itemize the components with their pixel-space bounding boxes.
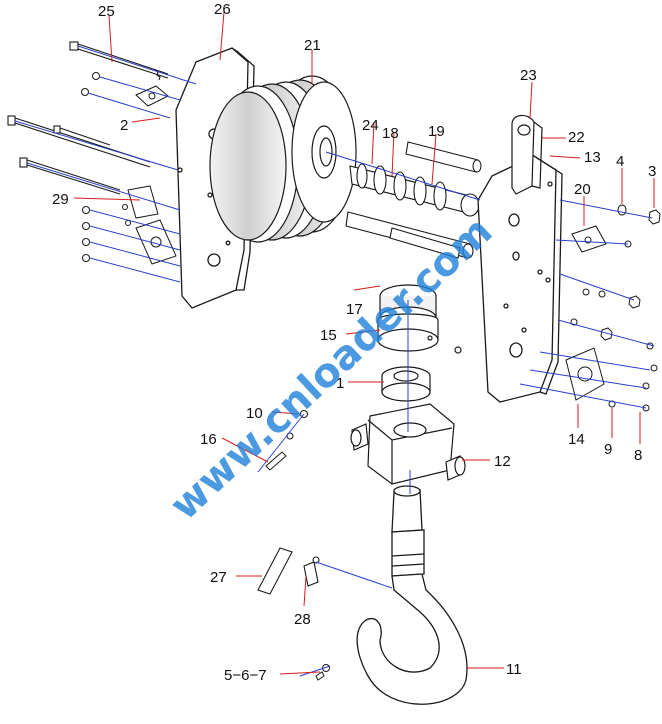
callout-8: 8 [634,447,642,464]
left-screws [81,72,177,265]
callout-5-6-7: 5−6−7 [224,667,267,684]
lifting-lug [511,114,543,195]
callout-2: 2 [120,117,128,134]
callout-29: 29 [52,191,69,208]
hook-latch [257,547,320,595]
callout-24: 24 [362,117,379,134]
callout-25: 25 [98,3,115,20]
callout-1: 1 [336,375,344,392]
callout-4: 4 [616,153,624,170]
callout-18: 18 [382,125,399,142]
callout-27: 27 [210,569,227,586]
callout-labels: 25 26 21 2 29 24 18 19 23 22 13 4 3 20 1… [52,1,656,684]
callout-14: 14 [568,431,585,448]
callout-28: 28 [294,611,311,628]
callout-17: 17 [346,301,363,318]
leader-lines [73,11,655,675]
callout-12: 12 [494,453,511,470]
assembly-axes [14,45,655,677]
guide-rods [345,141,482,259]
callout-10: 10 [246,405,263,422]
callout-22: 22 [568,129,585,146]
callout-11: 11 [506,661,522,678]
right-small-plates [565,225,607,401]
hook [356,485,468,705]
callout-19: 19 [428,123,445,140]
callout-26: 26 [214,1,231,18]
callout-20: 20 [574,181,591,198]
right-side-plate [477,155,563,403]
left-long-bolts [7,41,169,195]
pinion-shaft [349,163,480,217]
callout-23: 23 [520,67,537,84]
callout-15: 15 [320,327,337,344]
callout-9: 9 [604,441,612,458]
hook-crosshead [350,403,466,485]
small-pins [265,410,330,681]
callout-13: 13 [584,149,601,166]
callout-3: 3 [648,163,656,180]
callout-16: 16 [200,431,217,448]
callout-21: 21 [304,37,321,54]
cable-drum [209,75,357,243]
